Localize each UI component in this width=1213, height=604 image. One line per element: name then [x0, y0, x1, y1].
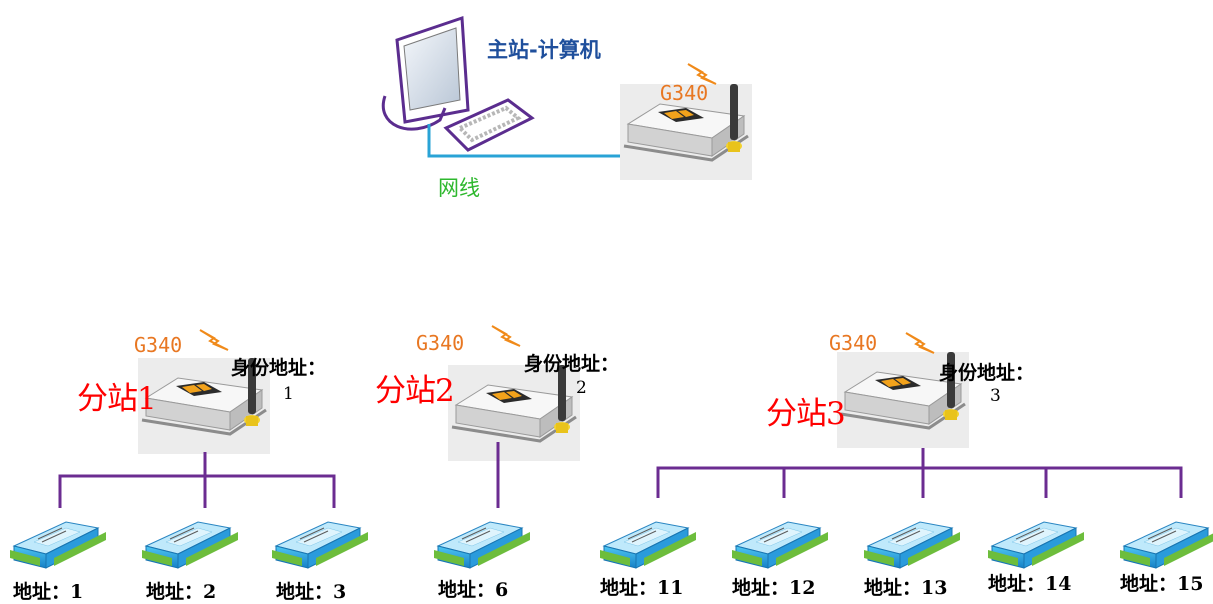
- device-module-icon: [987, 521, 1085, 569]
- device-address-label: 地址：14: [988, 573, 1072, 595]
- network-cable-line: [427, 124, 640, 158]
- station2-id-value: 2: [576, 378, 587, 398]
- device-module-icon: [599, 521, 697, 569]
- device-module-icon: [141, 521, 239, 569]
- device-module-icon: [863, 521, 961, 569]
- device-address-label: 地址：6: [438, 579, 509, 601]
- station3-name: 分站3: [766, 396, 846, 432]
- station3-bus-line: [656, 448, 1183, 498]
- device-address-label: 地址：1: [13, 581, 84, 603]
- master-title: 主站-计算机: [487, 38, 601, 62]
- station3-id-label: 身份地址：: [939, 362, 1035, 384]
- device-module-icon: [731, 521, 829, 569]
- station1-signal-icon: [199, 329, 229, 351]
- station1-bus-line: [58, 452, 336, 508]
- station1-id-value: 1: [283, 384, 294, 404]
- cable-label: 网线: [438, 176, 480, 200]
- station3-modem-label: G340: [829, 331, 878, 355]
- station3-signal-icon: [905, 332, 935, 354]
- device-address-label: 地址：15: [1120, 573, 1204, 595]
- master-modem-label: G340: [660, 81, 709, 105]
- station2-name: 分站2: [375, 373, 455, 409]
- device-address-label: 地址：12: [732, 577, 816, 599]
- station2-id-label: 身份地址：: [524, 353, 620, 375]
- station1-id-label: 身份地址：: [231, 357, 327, 379]
- device-module-icon: [1119, 521, 1213, 569]
- station2-signal-icon: [491, 325, 521, 347]
- device-address-label: 地址：2: [146, 581, 217, 603]
- master-computer-icon: [381, 15, 535, 152]
- station2-modem-label: G340: [416, 331, 465, 355]
- station2-modem-icon: [446, 363, 582, 463]
- device-address-label: 地址：11: [600, 577, 684, 599]
- device-address-label: 地址：13: [864, 577, 948, 599]
- device-module-icon: [271, 521, 369, 569]
- device-address-label: 地址：3: [276, 581, 347, 603]
- station1-name: 分站1: [77, 381, 157, 417]
- station3-id-value: 3: [990, 386, 1001, 406]
- station1-modem-label: G340: [134, 333, 183, 357]
- device-module-icon: [433, 521, 531, 569]
- device-module-icon: [9, 521, 107, 569]
